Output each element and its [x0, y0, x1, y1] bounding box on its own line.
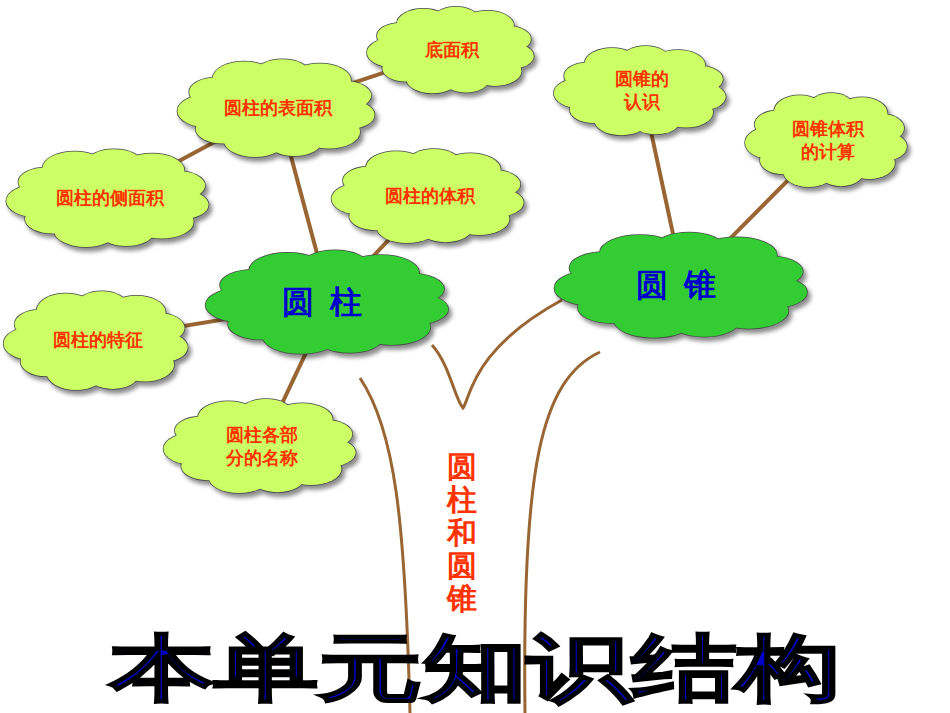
topic-text: 圆柱的侧面积 [56, 187, 164, 210]
topic-text: 底面积 [425, 39, 479, 62]
diagram-title: 本单元知识结构 [110, 632, 841, 704]
main-cloud: 圆锥 [559, 229, 809, 341]
topic-text: 圆锥的 认识 [600, 68, 685, 113]
main-cloud: 圆柱 [210, 247, 450, 357]
trunk-line [432, 300, 562, 408]
main-topic: 圆柱 [282, 283, 378, 321]
branch-line [290, 151, 318, 256]
branch-line [651, 130, 674, 239]
topic-text: 圆柱各部 分的名称 [215, 424, 310, 469]
topic-cloud: 圆柱的表面积 [181, 56, 376, 160]
topic-cloud: 圆柱各部 分的名称 [167, 396, 357, 496]
topic-cloud: 底面积 [370, 4, 535, 96]
topic-cloud: 圆锥的 认识 [557, 43, 727, 138]
topic-text: 圆锥体积 的计算 [788, 118, 868, 163]
branch-line [281, 347, 308, 405]
trunk-label: 圆柱和圆锥 [447, 450, 477, 615]
topic-text: 圆柱的表面积 [224, 97, 332, 120]
topic-cloud: 圆柱的侧面积 [10, 146, 210, 250]
main-topic: 圆锥 [636, 266, 732, 304]
topic-cloud: 圆柱的特征 [7, 288, 189, 393]
topic-text: 圆柱的体积 [385, 185, 475, 208]
topic-cloud: 圆锥体积 的计算 [748, 90, 908, 190]
branch-line [727, 176, 792, 242]
topic-cloud: 圆柱的体积 [335, 146, 525, 246]
topic-text: 圆柱的特征 [53, 329, 143, 352]
